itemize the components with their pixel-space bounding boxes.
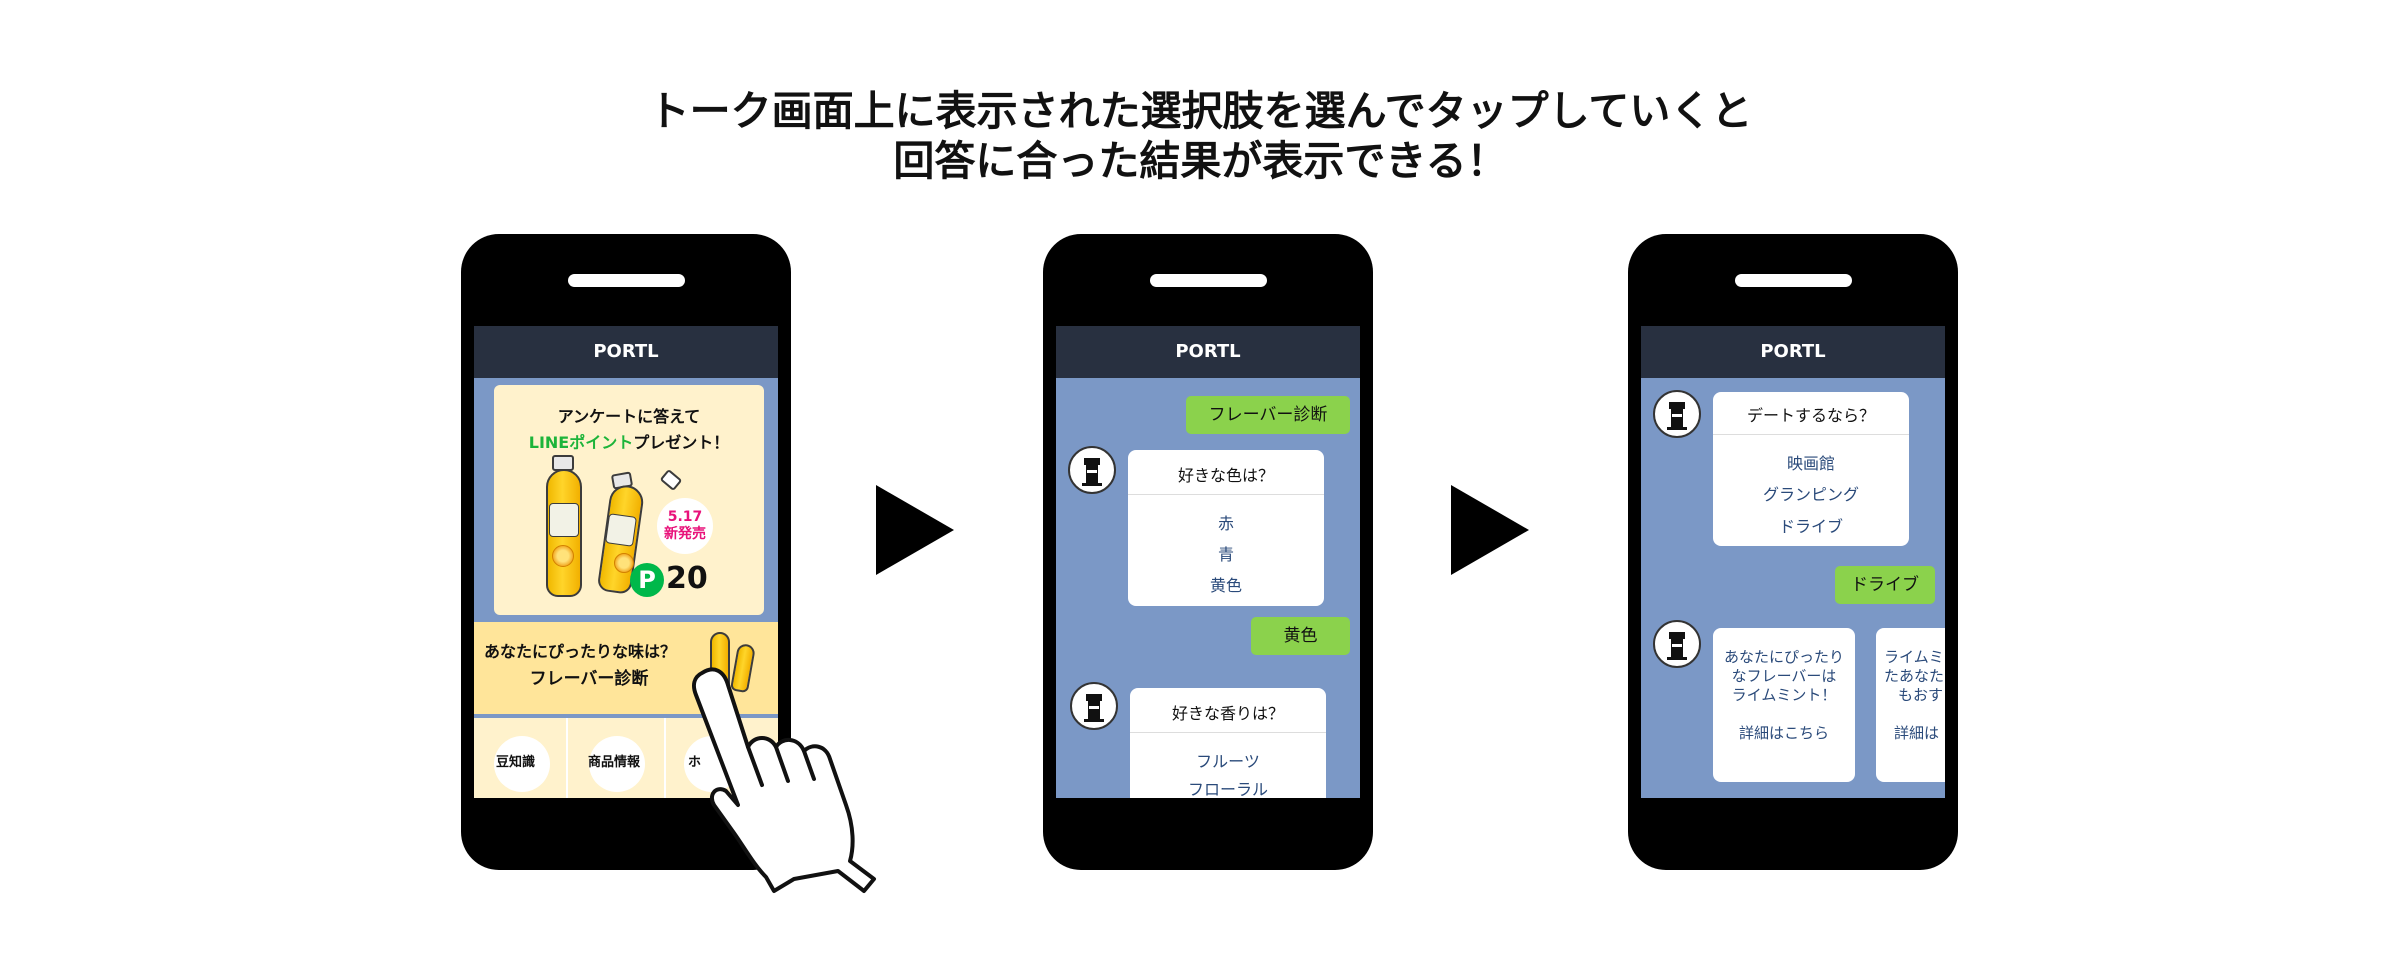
result-text-line: なフレーバーは <box>1731 667 1837 685</box>
ad-text-line-2: LINEポイントプレゼント！ <box>494 429 764 453</box>
phone-2: PORTL フレーバー診断 好きな色は？ 赤 青 黄色 黄色 好きな香りは？ フ… <box>1043 234 1373 870</box>
sent-message: 黄色 <box>1251 617 1350 655</box>
result-text-line: ライムミ <box>1884 648 1944 666</box>
menu-item-product-info[interactable]: 商品情報 <box>568 718 666 798</box>
option-floral[interactable]: フローラル <box>1187 780 1268 798</box>
option-yellow[interactable]: 黄色 <box>1209 576 1242 595</box>
phone-1: PORTL アンケートに答えて LINEポイントプレゼント！ 5.17 新発売 … <box>461 234 791 870</box>
result-detail-link[interactable]: 詳細はこちら <box>1738 724 1829 742</box>
option-blue[interactable]: 青 <box>1217 545 1234 564</box>
option-drive[interactable]: ドライブ <box>1778 517 1843 536</box>
result-text-line: もおす <box>1898 686 1944 704</box>
play-arrow-icon <box>1451 485 1529 575</box>
headline-line-2: 回答に合った結果が表示できる！ <box>893 137 1508 185</box>
option-cinema[interactable]: 映画館 <box>1786 454 1835 473</box>
question-card: 好きな色は？ 赤 青 黄色 <box>1128 450 1324 606</box>
app-titlebar: PORTL <box>1641 326 1945 378</box>
result-detail-link[interactable]: 詳細は <box>1894 724 1940 742</box>
pointing-hand-icon <box>692 667 876 893</box>
phone-speaker <box>1150 274 1267 287</box>
question-title: デートするなら？ <box>1746 406 1875 425</box>
menu-label: 豆知識 <box>496 755 536 770</box>
result-text-line: ライムミント！ <box>1731 686 1837 704</box>
points-value: 20 <box>666 561 708 596</box>
result-card[interactable]: あなたにぴったり なフレーバーは ライムミント！ 詳細はこちら <box>1713 628 1855 782</box>
ad-present-text: プレゼント！ <box>633 433 730 452</box>
app-titlebar: PORTL <box>474 326 778 378</box>
diagnosis-title: フレーバー診断 <box>529 669 649 689</box>
phone-screen: PORTL アンケートに答えて LINEポイントプレゼント！ 5.17 新発売 … <box>474 326 778 798</box>
question-card: デートするなら？ 映画館 グランピング ドライブ <box>1713 392 1909 546</box>
question-card: 好きな香りは？ フルーツ フローラル <box>1130 688 1326 798</box>
menu-label: ホ <box>688 755 702 770</box>
result-text-line: たあなた <box>1884 667 1945 685</box>
headline-line-1: トーク画面上に表示された選択肢を選んでタップしていくと <box>648 87 1753 135</box>
lighthouse-icon <box>1070 682 1118 730</box>
question-title: 好きな香りは？ <box>1171 704 1284 723</box>
phone-screen: PORTL フレーバー診断 好きな色は？ 赤 青 黄色 黄色 好きな香りは？ フ… <box>1056 326 1360 798</box>
phone-screen: PORTL デートするなら？ 映画館 グランピング ドライブ ドライブ あなたに… <box>1641 326 1945 798</box>
release-label: 新発売 <box>664 526 706 542</box>
play-arrow-icon <box>876 485 954 575</box>
headline: トーク画面上に表示された選択肢を選んでタップしていくと 回答に合った結果が表示で… <box>0 86 2401 186</box>
release-date: 5.17 <box>667 509 703 525</box>
result-card[interactable]: ライムミ たあなた もおす 詳細は <box>1876 628 1945 782</box>
survey-ad-banner[interactable]: アンケートに答えて LINEポイントプレゼント！ 5.17 新発売 P 20 <box>494 385 764 615</box>
lighthouse-icon <box>1068 446 1116 494</box>
ad-text-line-1: アンケートに答えて <box>557 407 701 426</box>
result-text-line: あなたにぴったり <box>1723 648 1844 666</box>
option-fruits[interactable]: フルーツ <box>1196 752 1260 771</box>
menu-label: 商品情報 <box>588 755 641 770</box>
phone-3: PORTL デートするなら？ 映画館 グランピング ドライブ ドライブ あなたに… <box>1628 234 1958 870</box>
option-glamping[interactable]: グランピング <box>1762 485 1859 504</box>
app-titlebar: PORTL <box>1056 326 1360 378</box>
sent-message: ドライブ <box>1835 566 1935 604</box>
lighthouse-icon <box>1653 620 1701 668</box>
sent-message: フレーバー診断 <box>1186 396 1350 434</box>
lighthouse-icon <box>1653 390 1701 438</box>
release-badge: 5.17 新発売 <box>657 498 713 554</box>
diagnosis-question: あなたにぴったりな味は？ <box>484 642 677 661</box>
points-p-icon: P <box>630 563 664 597</box>
phone-speaker <box>568 274 685 287</box>
menu-item-trivia[interactable]: 豆知識 <box>474 718 568 798</box>
option-red[interactable]: 赤 <box>1217 514 1234 533</box>
line-points-highlight: LINEポイント <box>528 433 634 452</box>
question-title: 好きな色は？ <box>1177 466 1274 485</box>
phone-speaker <box>1735 274 1852 287</box>
